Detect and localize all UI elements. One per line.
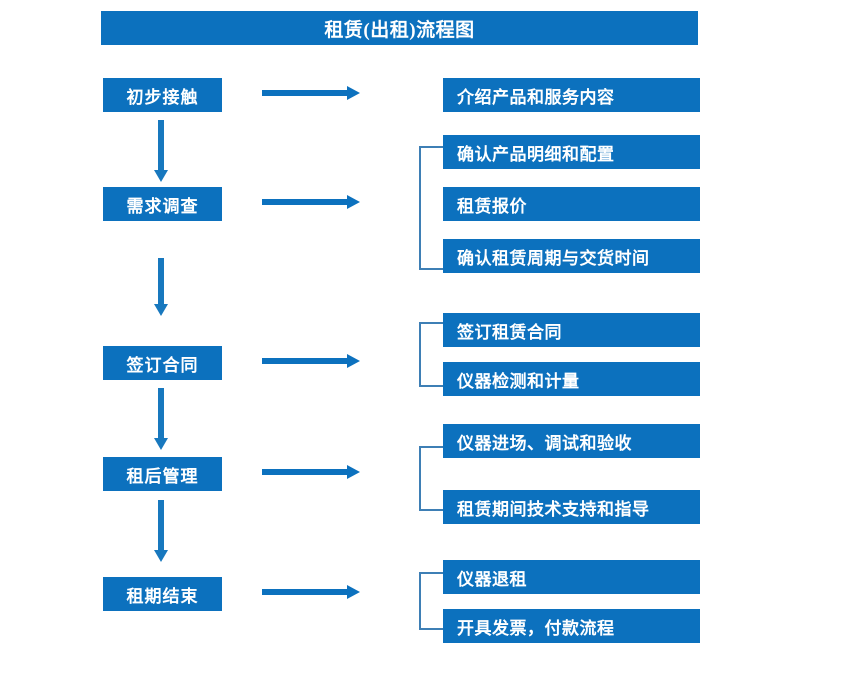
down-arrow-icon-1 [154, 120, 168, 182]
arrow-head [347, 465, 360, 479]
arrow-head [347, 195, 360, 209]
right-arrow-icon-4 [262, 465, 360, 479]
arrow-shaft [158, 388, 164, 438]
arrow-head [154, 438, 168, 450]
detail-box-4-2[interactable]: 租赁期间技术支持和指导 [443, 490, 700, 524]
right-arrow-icon-3 [262, 354, 360, 368]
detail-box-5-1[interactable]: 仪器退租 [443, 560, 700, 594]
arrow-shaft [262, 90, 348, 96]
detail-box-3-2[interactable]: 仪器检测和计量 [443, 362, 700, 396]
right-arrow-icon-1 [262, 86, 360, 100]
stage-box-4[interactable]: 租后管理 [103, 457, 222, 491]
arrow-head [154, 170, 168, 182]
arrow-head [154, 304, 168, 316]
detail-box-5-2[interactable]: 开具发票，付款流程 [443, 609, 700, 643]
arrow-head [154, 550, 168, 562]
arrow-shaft [262, 589, 348, 595]
arrow-shaft [262, 199, 348, 205]
right-arrow-icon-2 [262, 195, 360, 209]
left-bracket-icon-2 [419, 146, 443, 270]
detail-box-3-1[interactable]: 签订租赁合同 [443, 313, 700, 347]
diagram-title: 租赁(出租)流程图 [101, 11, 698, 45]
arrow-shaft [262, 358, 348, 364]
detail-box-2-1[interactable]: 确认产品明细和配置 [443, 135, 700, 169]
detail-box-4-1[interactable]: 仪器进场、调试和验收 [443, 424, 700, 458]
stage-box-2[interactable]: 需求调查 [103, 187, 222, 221]
detail-box-1-1[interactable]: 介绍产品和服务内容 [443, 78, 700, 112]
right-arrow-icon-5 [262, 585, 360, 599]
arrow-shaft [158, 500, 164, 550]
down-arrow-icon-2 [154, 258, 168, 316]
arrow-head [347, 86, 360, 100]
down-arrow-icon-4 [154, 500, 168, 562]
arrow-shaft [158, 258, 164, 304]
stage-box-5[interactable]: 租期结束 [103, 577, 222, 611]
stage-box-3[interactable]: 签订合同 [103, 346, 222, 380]
down-arrow-icon-3 [154, 388, 168, 450]
arrow-head [347, 585, 360, 599]
detail-box-2-2[interactable]: 租赁报价 [443, 187, 700, 221]
arrow-shaft [262, 469, 348, 475]
arrow-head [347, 354, 360, 368]
stage-box-1[interactable]: 初步接触 [103, 78, 222, 112]
left-bracket-icon-4 [419, 446, 443, 511]
arrow-shaft [158, 120, 164, 170]
detail-box-2-3[interactable]: 确认租赁周期与交货时间 [443, 239, 700, 273]
left-bracket-icon-5 [419, 572, 443, 630]
left-bracket-icon-3 [419, 322, 443, 387]
